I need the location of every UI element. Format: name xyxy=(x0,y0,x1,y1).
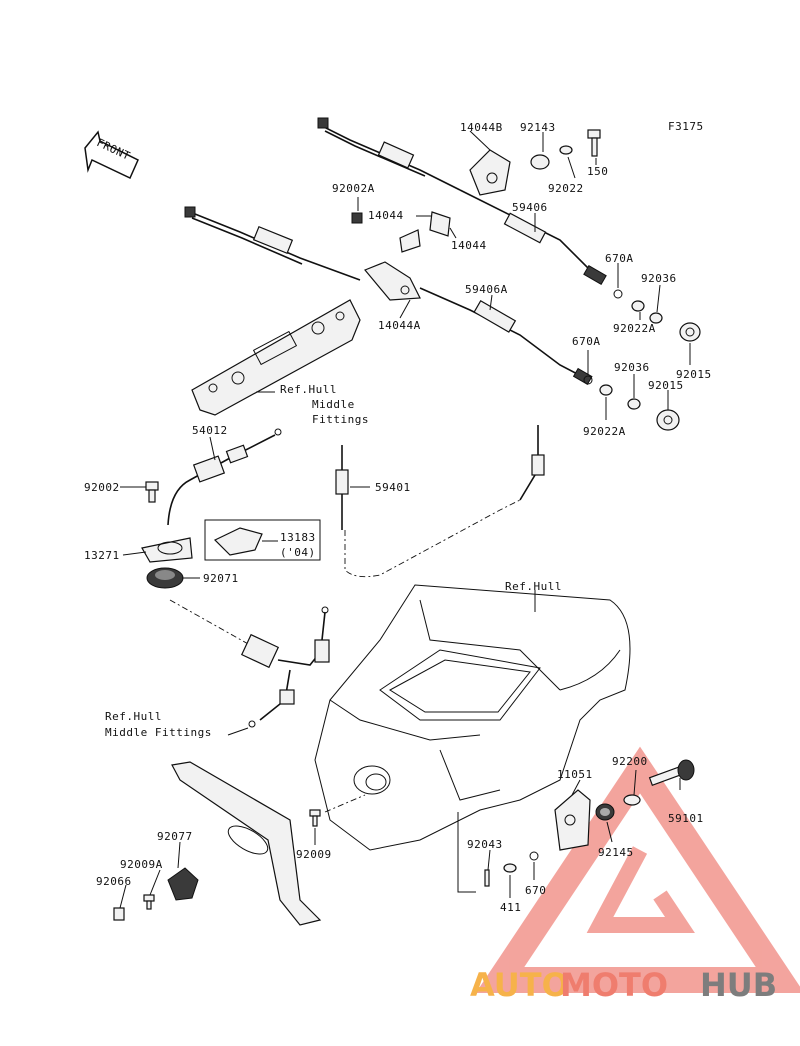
part-label-11051: 11051 xyxy=(557,768,593,781)
washer-92036-top-icon xyxy=(649,312,663,324)
part-label-59406A: 59406A xyxy=(465,283,508,296)
part-label-92009: 92009 xyxy=(296,848,332,861)
bracket-14044-icon xyxy=(399,211,451,253)
bolt-92002A-icon xyxy=(351,212,363,224)
washer-92022A-top-icon xyxy=(631,300,645,312)
cable-54012 xyxy=(167,428,282,526)
part-label-13183: 13183 xyxy=(280,531,316,544)
part-label-92002A: 92002A xyxy=(332,182,375,195)
boot-92071-icon xyxy=(146,567,184,589)
washer-92036-mid-icon xyxy=(627,398,641,410)
washer-92022-icon xyxy=(559,145,573,155)
part-label-92145: 92145 xyxy=(598,846,634,859)
leader-lines xyxy=(119,130,691,909)
part-label-92036-mid: 92036 xyxy=(614,361,650,374)
part-label-92143: 92143 xyxy=(520,121,556,134)
part-label-670A-top: 670A xyxy=(605,252,634,265)
screw-92009-icon xyxy=(309,809,321,827)
clamp-92145-icon xyxy=(595,803,615,821)
oring-670-icon xyxy=(529,851,539,861)
ref-hull-label: Ref.Hull xyxy=(505,580,562,593)
part-label-92015-mid: 92015 xyxy=(648,379,684,392)
part-label-92009A: 92009A xyxy=(120,858,163,871)
part-label-92036-top: 92036 xyxy=(641,272,677,285)
stud-92043-icon xyxy=(484,869,490,887)
part-label-411: 411 xyxy=(500,901,521,914)
choke-cable-upper xyxy=(184,206,593,386)
part-label-92022A-top: 92022A xyxy=(613,322,656,335)
part-label-59101: 59101 xyxy=(668,812,704,825)
cover-92077-icon xyxy=(167,867,199,901)
nut-92015-mid-icon xyxy=(656,409,680,431)
spacer-92143-icon xyxy=(530,154,550,170)
part-label-92015-top: 92015 xyxy=(676,368,712,381)
hull-body-icon xyxy=(314,584,631,851)
part-label-92043: 92043 xyxy=(467,838,503,851)
part-label-150: 150 xyxy=(587,165,608,178)
part-label-92022: 92022 xyxy=(548,182,584,195)
circlip-670A-mid-icon xyxy=(583,375,593,385)
part-label-92071: 92071 xyxy=(203,572,239,585)
watermark-auto: AUTO xyxy=(470,966,569,1004)
part-label-14044-a: 14044 xyxy=(368,209,404,222)
screw-92009A-icon xyxy=(143,894,155,910)
part-label-14044B: 14044B xyxy=(460,121,503,134)
part-label-14044-b: 14044 xyxy=(451,239,487,252)
washer-92200-icon xyxy=(623,794,641,806)
watermark-text: AUTO MOTO HUB xyxy=(470,966,777,1004)
ref-hull-lower-label-2: Middle Fittings xyxy=(105,726,212,739)
ref-hull-middle-label-3: Fittings xyxy=(312,413,369,426)
cover-11051-icon xyxy=(554,789,591,851)
figure-code-label: F3175 xyxy=(668,120,704,133)
part-label-92022A-bottom: 92022A xyxy=(583,425,626,438)
clip-92066-icon xyxy=(113,907,125,921)
circlip-670A-top-icon xyxy=(613,289,623,299)
middle-fittings-lower-icon xyxy=(171,761,322,926)
part-label-92200: 92200 xyxy=(612,755,648,768)
fitting-59101-icon xyxy=(648,759,695,787)
part-label-13271: 13271 xyxy=(84,549,120,562)
ref-hull-middle-label-1: Ref.Hull xyxy=(280,383,337,396)
part-label-13183-year: ('04) xyxy=(280,546,316,559)
part-label-92002: 92002 xyxy=(84,481,120,494)
bracket-14044A-icon xyxy=(364,261,421,301)
cable-lower xyxy=(169,599,330,728)
part-label-92066: 92066 xyxy=(96,875,132,888)
ref-hull-lower-label-1: Ref.Hull xyxy=(105,710,162,723)
part-label-670: 670 xyxy=(525,884,546,897)
washer-411-icon xyxy=(503,863,517,873)
part-label-14044A: 14044A xyxy=(378,319,421,332)
watermark-logo-icon xyxy=(475,746,800,993)
washer-92022A-bottom-icon xyxy=(599,384,613,396)
watermark-moto: MOTO xyxy=(560,966,668,1004)
part-label-54012: 54012 xyxy=(192,424,228,437)
plate-13271-icon xyxy=(141,537,193,563)
part-label-59406: 59406 xyxy=(512,201,548,214)
ref-hull-middle-label-2: Middle xyxy=(312,398,355,411)
part-label-670A-mid: 670A xyxy=(572,335,601,348)
throttle-cable-upper xyxy=(317,117,607,286)
box-13183 xyxy=(204,519,321,561)
cable-59401 xyxy=(335,425,545,578)
mount-plate-icon xyxy=(191,299,361,416)
watermark-hub: HUB xyxy=(700,966,777,1004)
part-label-92077: 92077 xyxy=(157,830,193,843)
front-arrow-icon: FRONT xyxy=(84,130,139,180)
nut-92015-top-icon xyxy=(679,322,701,342)
part-label-59401: 59401 xyxy=(375,481,411,494)
bracket-14044B-icon xyxy=(469,149,511,196)
bolt-92002-icon xyxy=(145,481,159,503)
bolt-150-icon xyxy=(587,129,601,157)
